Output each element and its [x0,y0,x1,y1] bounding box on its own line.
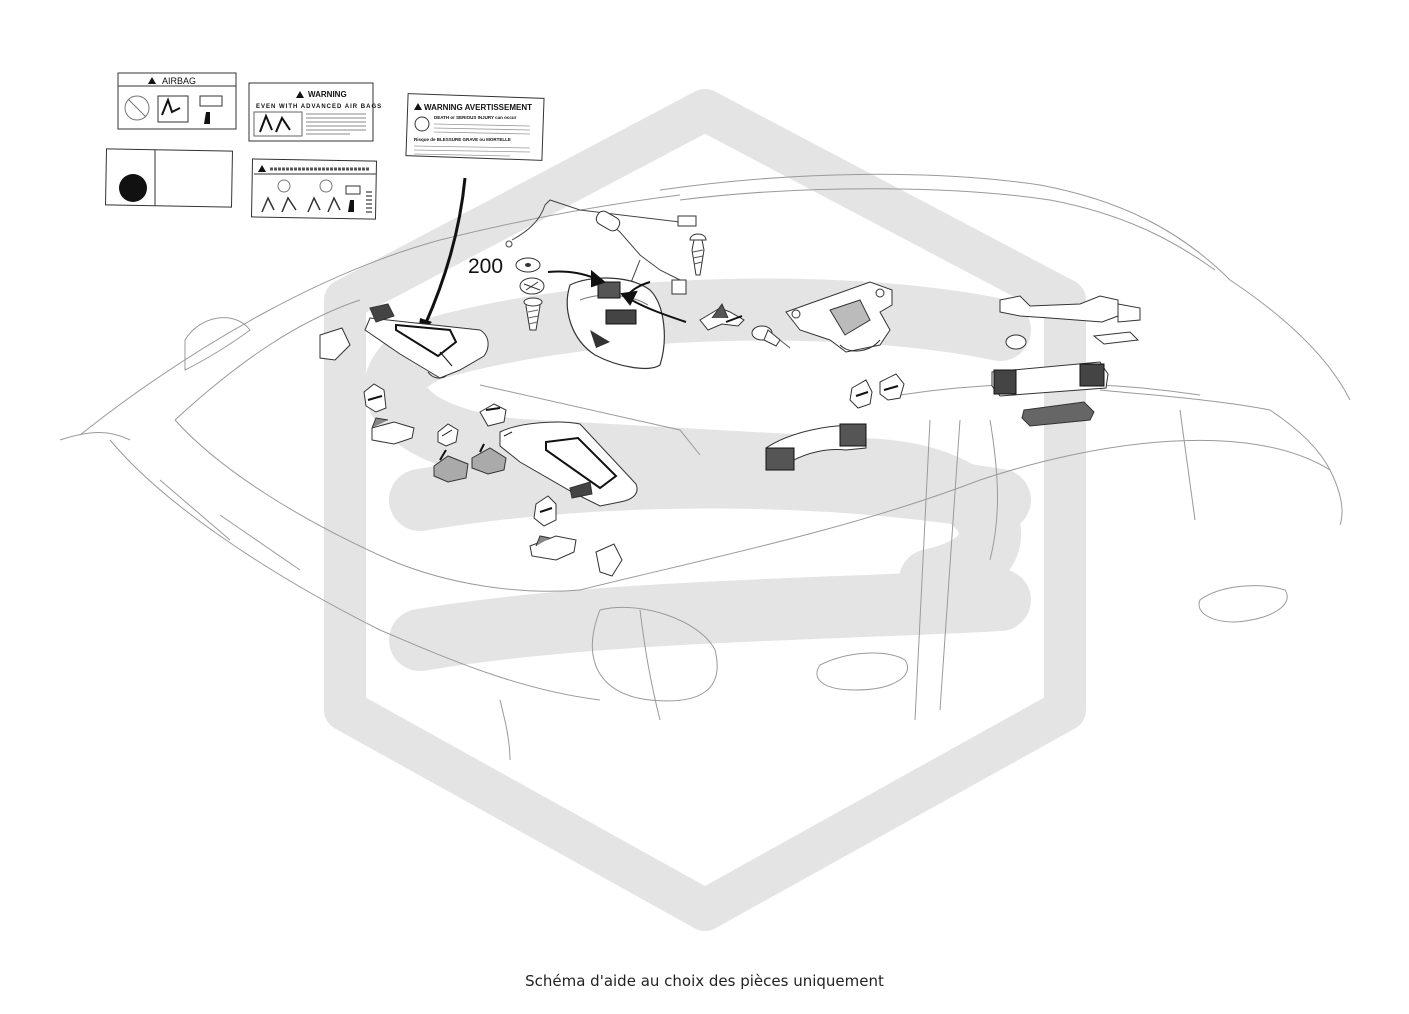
diagram-caption: Schéma d'aide au choix des pièces unique… [525,972,884,990]
part-number-callout: 200 [468,255,503,278]
round-clip-part [519,277,545,295]
black-dot-icon [119,174,147,202]
front-grab-handle [765,373,905,471]
warning-label-title: WARNING [308,90,347,99]
right-sun-visor [499,421,638,507]
watermark-logo [324,89,1086,931]
rear-mounting-bracket [999,295,1141,345]
washer-part [515,257,541,273]
interior-light-wiring [505,199,697,295]
light-arrows [547,269,687,323]
bilingual-label-line2: Risque de BLESSURE GRAVE ou MORTELLE [414,137,511,142]
screw-part [689,233,707,276]
flange-bolt-part [751,325,791,349]
advanced-airbag-warning-label: WARNING EVEN WITH ADVANCED AIR BAGS [248,82,382,142]
airbag-warning-label: AIRBAG [117,72,237,130]
visor-clip-set-right [529,495,623,577]
bilingual-label-line1: DEATH or SERIOUS INJURY can occur [434,115,517,120]
bilingual-label-title: WARNING AVERTISSEMENT [424,103,532,112]
visor-clip-set-left [363,383,507,483]
child-seat-warning-label [250,158,378,220]
bolt-part [523,297,543,331]
airbag-label-title: AIRBAG [162,76,196,86]
bilingual-warning-label: WARNING AVERTISSEMENT DEATH or SERIOUS I… [405,93,545,161]
front-mounting-bracket [785,281,893,353]
interior-light-housing [566,277,665,370]
warning-label-subtitle: EVEN WITH ADVANCED AIR BAGS [256,104,382,110]
left-sun-visor [364,303,489,379]
rear-grab-handle [991,334,1109,427]
blank-dot-label [105,148,233,208]
car-body-outline [59,173,1351,761]
pillar-trim-cap [319,327,351,361]
retainer-clip-part [699,302,745,331]
